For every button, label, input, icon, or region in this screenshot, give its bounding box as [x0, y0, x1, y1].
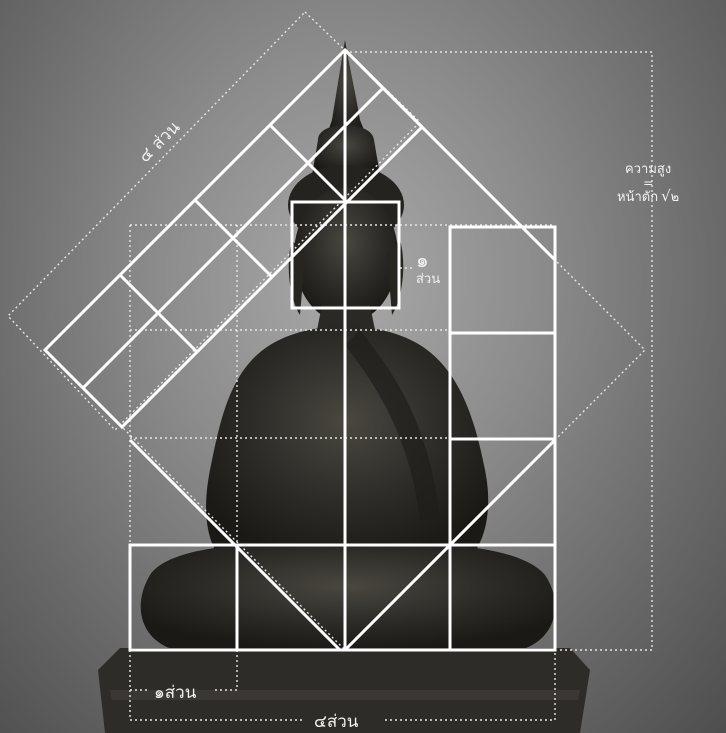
base-four-parts-label: ๔ส่วน — [310, 708, 362, 733]
one-part-word: ส่วน — [416, 272, 440, 287]
base-one-part-label: ๑ส่วน — [150, 679, 200, 706]
statue-legs — [141, 543, 555, 650]
sqrt-number: ๒ — [671, 190, 680, 205]
height-rest: หน้าตัก — [617, 190, 658, 205]
one-part-number: ๑ — [416, 250, 440, 270]
height-equation-label: ความสูง = หน้าตัก√๒ — [617, 162, 679, 206]
statue-torso — [206, 326, 488, 565]
head-one-part-label: ๑ ส่วน — [416, 250, 440, 290]
height-title: ความสูง — [625, 162, 671, 177]
sqrt-symbol: √ — [661, 187, 671, 205]
